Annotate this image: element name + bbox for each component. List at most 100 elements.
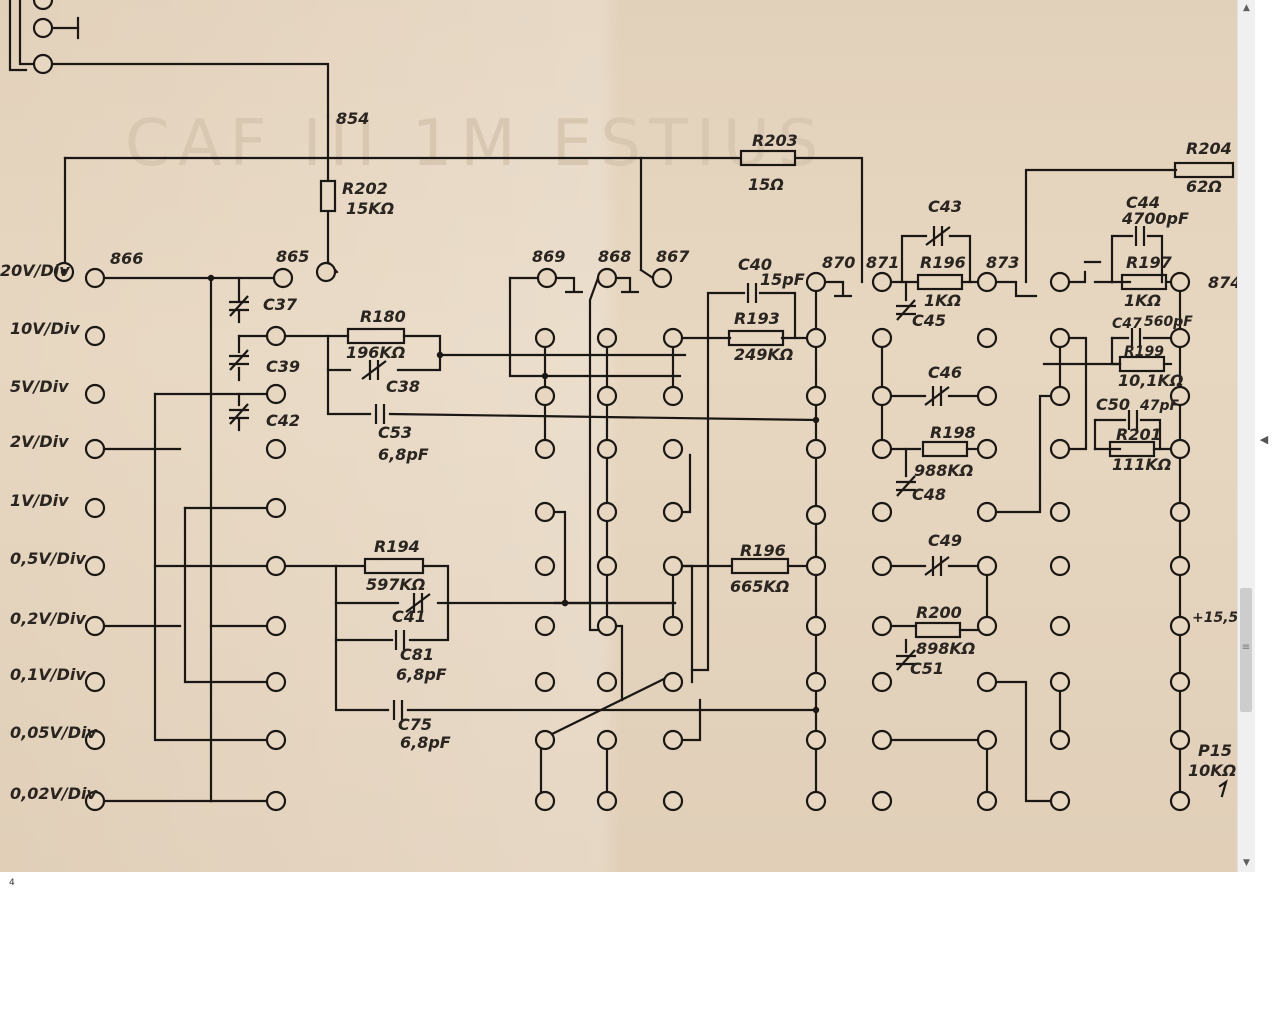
label-c48: C48: [912, 485, 946, 504]
terminal: [805, 327, 827, 349]
range-label: 0,2V/Div: [10, 609, 86, 628]
terminal: [662, 790, 684, 812]
wire: [183, 506, 269, 684]
range-label: 1V/Div: [10, 491, 69, 510]
label-r180: R180: [360, 307, 406, 326]
wire: [994, 680, 1053, 803]
label-c51: C51: [910, 659, 944, 678]
resistor: [1108, 440, 1156, 458]
label-n867: 867: [656, 247, 690, 266]
terminal: [871, 790, 893, 812]
label-c40: C40: [738, 255, 772, 274]
side-panel-toggle-icon[interactable]: ◀: [1259, 433, 1269, 446]
terminal: [871, 615, 893, 637]
terminal: [805, 504, 827, 526]
label-c49: C49: [928, 531, 962, 550]
label-c50v: 47pF: [1139, 398, 1180, 414]
label-r201: R201: [1116, 425, 1162, 444]
label-c50: C50: [1096, 395, 1130, 414]
wire: [50, 62, 330, 118]
wire: [639, 268, 655, 280]
resistor: [914, 621, 962, 639]
terminal: [265, 383, 287, 405]
terminal: [534, 615, 556, 637]
wire: [402, 334, 442, 357]
label-c81v: 6,8pF: [396, 665, 447, 684]
scroll-thumb[interactable]: ≡: [1240, 588, 1252, 712]
label-r196b: R196: [740, 541, 786, 560]
terminal: [662, 729, 684, 751]
terminal: [265, 729, 287, 751]
terminal: [596, 385, 618, 407]
trimmer-arrow: [361, 360, 387, 380]
label-c47: C47: [1112, 316, 1142, 332]
terminal: [84, 729, 106, 751]
range-label: 0,05V/Div: [10, 723, 97, 742]
resistor: [319, 179, 337, 213]
label-r194v: 597KΩ: [366, 575, 425, 594]
resistor: [1120, 273, 1168, 291]
trimmer-arrow: [229, 403, 249, 425]
terminal: [1049, 615, 1071, 637]
label-r193v: 249KΩ: [734, 345, 793, 364]
terminal: [596, 501, 618, 523]
resistor: [346, 327, 406, 345]
terminal: [84, 383, 106, 405]
terminal: [805, 671, 827, 693]
terminal: [662, 671, 684, 693]
terminal: [1049, 438, 1071, 460]
resistor: [921, 440, 969, 458]
wire: [1024, 168, 1178, 284]
junction-dot: [60, 268, 68, 276]
vertical-scrollbar[interactable]: ▲ ≡ ▼: [1237, 0, 1255, 872]
wire: [422, 564, 450, 605]
label-n871: 871: [866, 253, 899, 272]
label-n874: 874: [1208, 273, 1237, 292]
label-r196a: R196: [920, 253, 966, 272]
terminal: [84, 555, 106, 577]
terminal: [1049, 790, 1071, 812]
scroll-up-arrow-icon[interactable]: ▲: [1243, 3, 1250, 13]
terminal: [1049, 555, 1071, 577]
terminal: [871, 555, 893, 577]
wire: [326, 368, 372, 416]
range-label: 0,5V/Div: [10, 549, 86, 568]
terminal: [265, 555, 287, 577]
terminal: [84, 438, 106, 460]
terminal: [84, 325, 106, 347]
terminal: [265, 497, 287, 519]
label-c42: C42: [266, 411, 300, 430]
label-c47v: 560pF: [1144, 314, 1193, 330]
terminal: [662, 327, 684, 349]
scroll-down-arrow-icon[interactable]: ▼: [1243, 858, 1250, 868]
wire: [758, 291, 797, 340]
wire: [548, 676, 668, 737]
label-p15v: 10KΩ: [1188, 761, 1236, 780]
page-number: 4: [9, 878, 15, 888]
terminal: [32, 17, 54, 39]
terminal: [662, 555, 684, 577]
terminal: [1169, 615, 1191, 637]
wire: [994, 280, 1038, 298]
terminal: [871, 438, 893, 460]
wire: [396, 353, 442, 372]
label-r202: R202: [342, 179, 388, 198]
terminal: [1049, 327, 1071, 349]
range-label: 20V/Div: [0, 261, 70, 280]
label-c75v: 6,8pF: [400, 733, 451, 752]
terminal: [1049, 501, 1071, 523]
wire: [334, 601, 394, 642]
terminal: [1169, 671, 1191, 693]
wire: [706, 291, 746, 340]
wire: [680, 564, 694, 684]
terminal: [596, 790, 618, 812]
terminal: [1049, 729, 1071, 751]
label-c44: C44: [1126, 193, 1160, 212]
terminal: [976, 555, 998, 577]
wire: [1067, 270, 1087, 284]
label-r193: R193: [734, 309, 780, 328]
attenuator-schematic: CAF III 1M ESTIUS 854R20315ΩR20215KΩR204…: [0, 0, 1237, 812]
terminal: [534, 501, 556, 523]
label-v155: +15,5V: [1192, 610, 1237, 626]
